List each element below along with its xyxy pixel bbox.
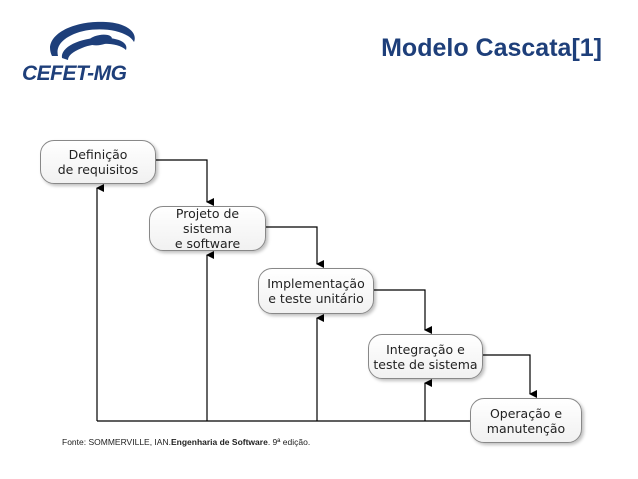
connector-3-4 xyxy=(374,289,432,334)
connector-4-5 xyxy=(483,354,537,398)
logo-text: CEFET-MG xyxy=(22,62,127,85)
page-title: Modelo Cascata[1] xyxy=(381,34,602,62)
cefet-mg-logo-icon xyxy=(50,21,135,60)
connector-2-3 xyxy=(266,226,324,268)
connector-1-2 xyxy=(156,159,214,206)
source-citation: Fonte: SOMMERVILLE, IAN.Engenharia de So… xyxy=(62,437,313,447)
